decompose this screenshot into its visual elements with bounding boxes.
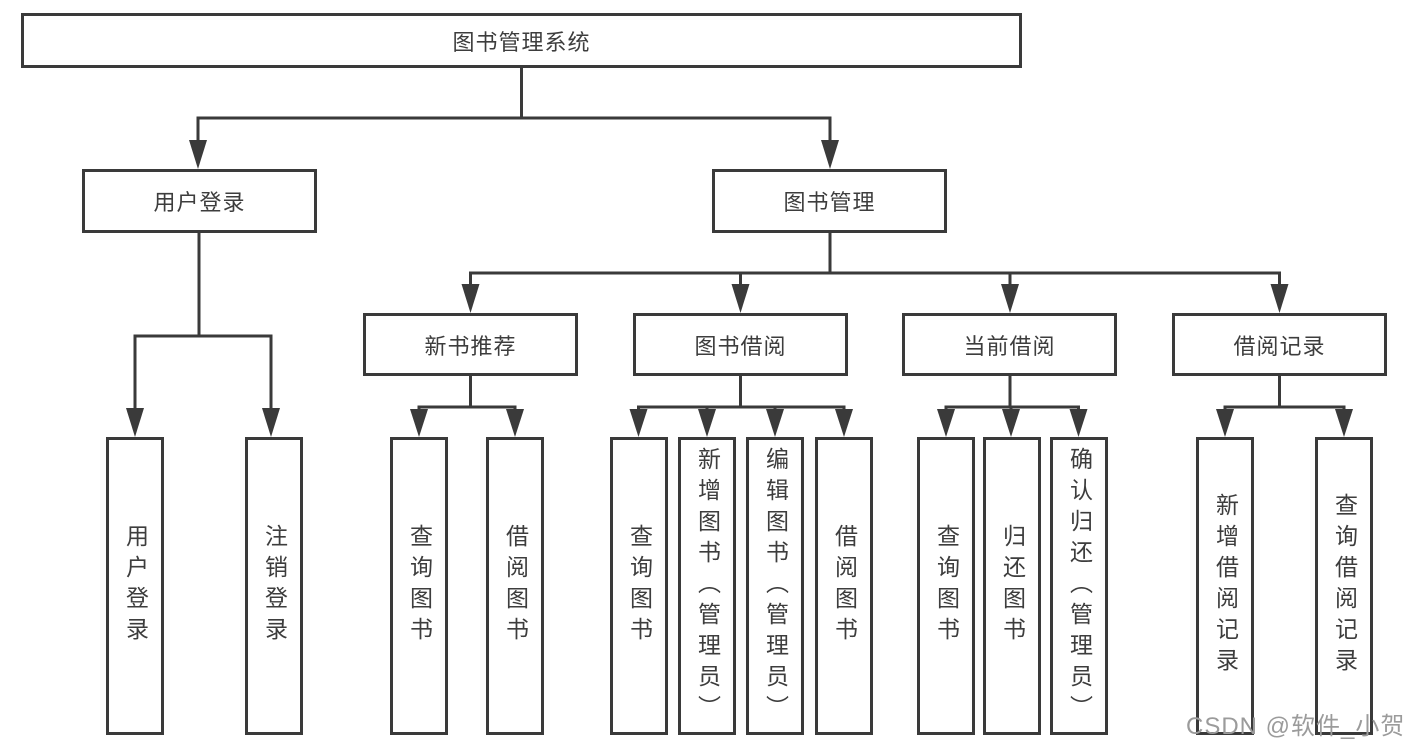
leaf-add-borrow-record-label: 新增借阅记录 bbox=[1212, 493, 1239, 679]
connector-borrowrecord-to-leaves bbox=[1216, 376, 1353, 437]
node-book-borrowing-label: 图书借阅 bbox=[694, 333, 787, 359]
node-new-book-recommend-label: 新书推荐 bbox=[424, 333, 517, 359]
leaf-query-books-recommend: 查询图书 bbox=[390, 437, 448, 735]
node-user-login: 用户登录 bbox=[82, 169, 317, 233]
node-borrowing-records: 借阅记录 bbox=[1172, 313, 1387, 376]
connector-currentborrow-to-leaves bbox=[937, 376, 1088, 437]
node-root-system: 图书管理系统 bbox=[21, 13, 1022, 68]
leaf-query-borrow-record-label: 查询借阅记录 bbox=[1331, 493, 1358, 679]
node-root-label: 图书管理系统 bbox=[452, 29, 591, 55]
node-current-borrowing: 当前借阅 bbox=[902, 313, 1117, 376]
connector-bookborrow-to-leaves bbox=[629, 376, 853, 437]
node-borrowing-records-label: 借阅记录 bbox=[1233, 333, 1326, 359]
leaf-borrow-books-borrowing: 借阅图书 bbox=[815, 437, 873, 735]
leaf-query-books-borrowing-label: 查询图书 bbox=[626, 524, 653, 648]
leaf-confirm-return-admin: 确认归还（管理员） bbox=[1050, 437, 1108, 735]
leaf-query-borrow-record: 查询借阅记录 bbox=[1315, 437, 1373, 735]
leaf-edit-books-admin: 编辑图书（管理员） bbox=[746, 437, 804, 735]
leaf-confirm-return-admin-label: 确认归还（管理员） bbox=[1066, 446, 1093, 726]
leaf-borrow-books-recommend-label: 借阅图书 bbox=[502, 524, 529, 648]
leaf-logout: 注销登录 bbox=[245, 437, 303, 735]
node-user-login-label: 用户登录 bbox=[153, 190, 246, 215]
leaf-user-login-label: 用户登录 bbox=[122, 524, 149, 648]
node-book-management-label: 图书管理 bbox=[783, 190, 876, 215]
node-new-book-recommend: 新书推荐 bbox=[363, 313, 578, 376]
connector-root-to-level2 bbox=[189, 68, 839, 169]
leaf-edit-books-admin-label: 编辑图书（管理员） bbox=[762, 446, 789, 726]
csdn-watermark: CSDN @软件_小贺同学 bbox=[1186, 713, 1405, 740]
leaf-query-books-current: 查询图书 bbox=[917, 437, 975, 735]
leaf-add-borrow-record: 新增借阅记录 bbox=[1196, 437, 1254, 735]
node-book-borrowing: 图书借阅 bbox=[633, 313, 848, 376]
leaf-return-books: 归还图书 bbox=[983, 437, 1041, 735]
leaf-add-books-admin-label: 新增图书（管理员） bbox=[694, 446, 721, 726]
leaf-borrow-books-borrowing-label: 借阅图书 bbox=[831, 524, 858, 648]
leaf-logout-label: 注销登录 bbox=[261, 524, 288, 648]
leaf-borrow-books-recommend: 借阅图书 bbox=[486, 437, 544, 735]
leaf-return-books-label: 归还图书 bbox=[999, 524, 1026, 648]
node-book-management: 图书管理 bbox=[712, 169, 947, 233]
connector-newbook-to-leaves bbox=[410, 376, 524, 437]
leaf-user-login: 用户登录 bbox=[106, 437, 164, 735]
leaf-query-books-recommend-label: 查询图书 bbox=[406, 524, 433, 648]
connector-bookmgmt-to-level3 bbox=[461, 233, 1289, 313]
leaf-add-books-admin: 新增图书（管理员） bbox=[678, 437, 736, 735]
leaf-query-books-borrowing: 查询图书 bbox=[610, 437, 668, 735]
connector-userlogin-to-leaves bbox=[126, 233, 280, 437]
node-current-borrowing-label: 当前借阅 bbox=[963, 333, 1056, 359]
leaf-query-books-current-label: 查询图书 bbox=[933, 524, 960, 648]
